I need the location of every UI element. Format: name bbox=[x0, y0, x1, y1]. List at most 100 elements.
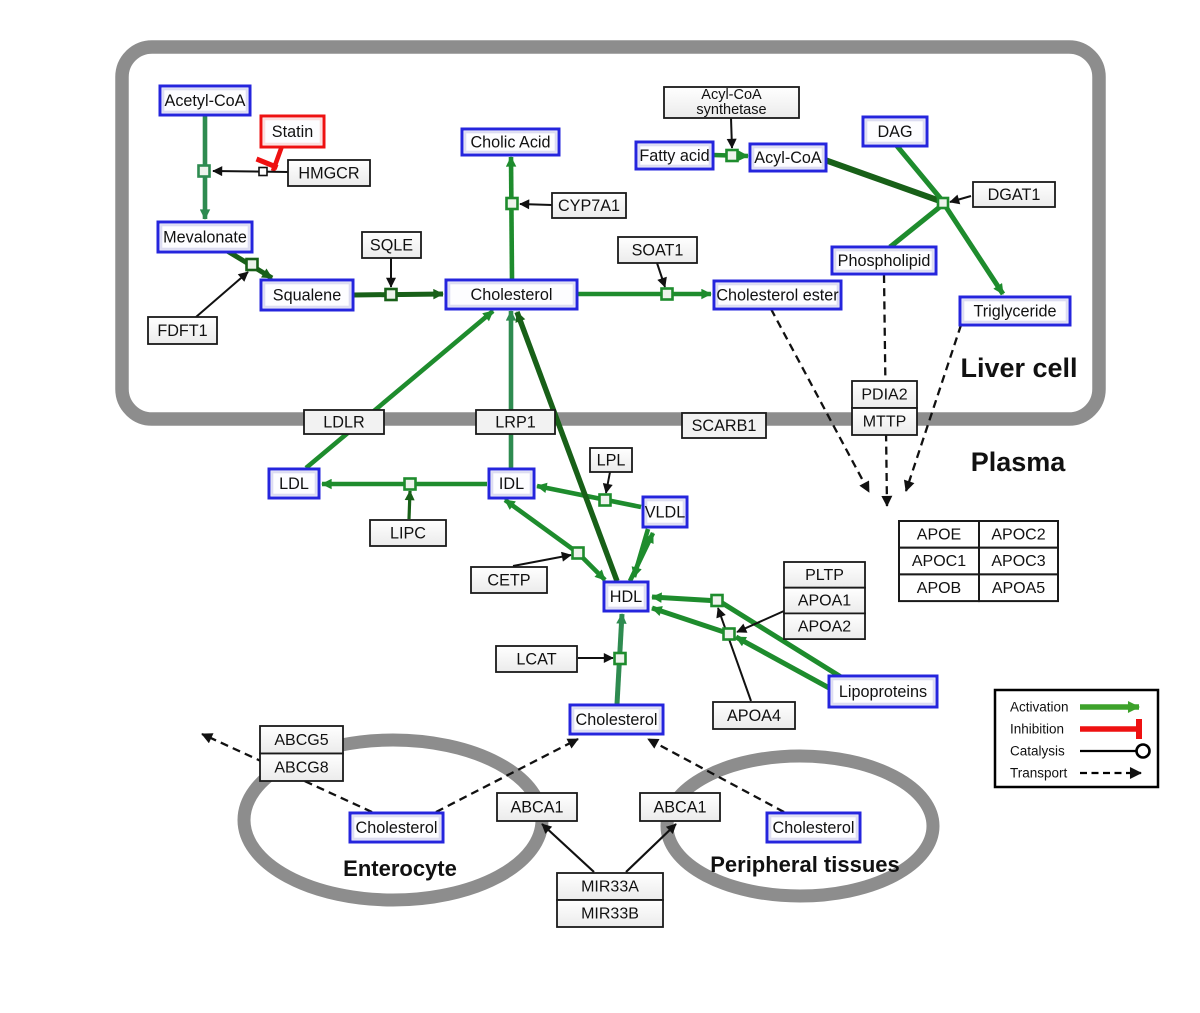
edge-vldl-to-hdl bbox=[631, 528, 651, 578]
node-lcat: LCAT bbox=[495, 645, 578, 673]
edge-pltp-hub-to-hdl bbox=[651, 605, 725, 635]
node-label-cholesterol-plasma: Cholesterol bbox=[576, 711, 658, 729]
legend-symbol-inhibition-icon bbox=[1080, 719, 1142, 739]
table-cell-apolipoprotein-table-r3c1: APOB bbox=[917, 580, 961, 597]
edge-lipc-catalysis bbox=[404, 490, 415, 520]
node-ldl: LDL bbox=[267, 467, 321, 500]
reaction-square-rs-hmgcr-small bbox=[258, 166, 268, 177]
legend-label-transport: Transport bbox=[1010, 766, 1068, 781]
reaction-square-rs-lcat bbox=[613, 651, 627, 666]
reaction-square-rs-lipc bbox=[403, 477, 417, 491]
node-label-acyl-coa: Acyl-CoA bbox=[754, 149, 822, 167]
stack-label-pdia2-mttp-row2: MTTP bbox=[863, 414, 907, 431]
node-cholesterol-plasma: Cholesterol bbox=[568, 703, 665, 736]
node-phospholipid: Phospholipid bbox=[830, 245, 938, 276]
node-label-lipc: LIPC bbox=[390, 525, 426, 543]
node-abca1-left: ABCA1 bbox=[496, 792, 578, 822]
node-label-lrp1: LRP1 bbox=[495, 414, 536, 432]
stack-label-mir33a-mir33b-row2: MIR33B bbox=[581, 906, 639, 923]
node-label-cetp: CETP bbox=[487, 572, 530, 590]
node-mevalonate: Mevalonate bbox=[156, 220, 254, 254]
compartment-label-enterocyte: Enterocyte bbox=[343, 856, 457, 881]
node-label-sqle: SQLE bbox=[370, 237, 413, 255]
stack-label-pltp-apoa1-apoa2-row1: PLTP bbox=[805, 567, 844, 584]
node-cholic-acid: Cholic Acid bbox=[460, 127, 561, 157]
region-labels: Plasma bbox=[971, 447, 1067, 477]
node-cholesterol-peripheral: Cholesterol bbox=[765, 811, 862, 844]
node-lrp1: LRP1 bbox=[475, 409, 556, 435]
reaction-square-rs-dgat1 bbox=[936, 196, 950, 210]
node-label-dgat1: DGAT1 bbox=[988, 186, 1041, 204]
node-apoa4: APOA4 bbox=[712, 701, 796, 730]
node-label-cholesterol-peripheral: Cholesterol bbox=[773, 819, 855, 837]
edge-lpl-catalysis bbox=[602, 471, 613, 494]
edge-mir33-to-abca1-right bbox=[625, 823, 677, 873]
node-scarb1: SCARB1 bbox=[681, 412, 767, 439]
edge-acyl-coa-synthetase-catalysis bbox=[726, 117, 737, 149]
node-statin: Statin bbox=[259, 114, 326, 149]
reaction-square-rs-apoa4 bbox=[710, 593, 724, 608]
node-label-lipoproteins: Lipoproteins bbox=[839, 683, 927, 701]
edge-soat1-catalysis bbox=[656, 262, 667, 288]
edge-ldl-to-cholesterol-via-ldlr bbox=[304, 309, 495, 470]
edge-phospholipid-secretion bbox=[881, 274, 893, 507]
node-triglyceride: Triglyceride bbox=[958, 295, 1072, 327]
stack-label-pltp-apoa1-apoa2-row3: APOA2 bbox=[798, 618, 851, 635]
edge-statin-inhibits-hmgcr bbox=[255, 145, 285, 172]
node-dgat1: DGAT1 bbox=[972, 181, 1056, 208]
edge-fdft1-catalysis bbox=[195, 271, 249, 318]
reaction-square-rs-sqle bbox=[384, 287, 398, 302]
node-acyl-coa: Acyl-CoA bbox=[748, 142, 828, 173]
edge-hdl-to-cholesterol-liver bbox=[514, 311, 620, 582]
node-cetp: CETP bbox=[470, 566, 548, 594]
node-abca1-right: ABCA1 bbox=[639, 792, 721, 822]
edge-cyp7a1-catalysis bbox=[519, 199, 553, 210]
edge-mir33-to-abca1-left bbox=[541, 823, 595, 873]
node-hdl: HDL bbox=[602, 580, 650, 613]
node-label-soat1: SOAT1 bbox=[632, 242, 684, 260]
reaction-squares bbox=[197, 148, 950, 666]
legend-label-catalysis: Catalysis bbox=[1010, 744, 1065, 759]
node-label-triglyceride: Triglyceride bbox=[973, 303, 1056, 321]
compartment-label-liver-cell: Liver cell bbox=[960, 353, 1077, 383]
edge-dgat1-hub-to-triglyceride bbox=[943, 205, 1006, 296]
reaction-square-rs-cyp7a1 bbox=[505, 196, 519, 211]
node-lpl: LPL bbox=[589, 447, 633, 473]
node-label-hdl: HDL bbox=[610, 588, 642, 606]
edge-apoa4-catalysis bbox=[716, 607, 752, 702]
node-label-cholic-acid: Cholic Acid bbox=[470, 134, 550, 152]
table-cell-apolipoprotein-table-r2c2: APOC3 bbox=[991, 553, 1045, 570]
compartment-liver-cell: Liver cell bbox=[115, 40, 1106, 426]
edge-vldl-to-idl bbox=[536, 482, 642, 510]
node-squalene: Squalene bbox=[259, 278, 355, 312]
node-label-abca1-right: ABCA1 bbox=[653, 799, 706, 817]
node-hmgcr: HMGCR bbox=[287, 159, 371, 187]
reaction-square-rs-cetp bbox=[571, 546, 585, 560]
node-label-fdft1: FDFT1 bbox=[157, 322, 207, 340]
node-label-acyl-coa-synthetase-line1: Acyl-CoA bbox=[701, 87, 762, 103]
node-cyp7a1: CYP7A1 bbox=[551, 192, 627, 219]
node-idl: IDL bbox=[487, 467, 536, 500]
reaction-square-rs-fdft1 bbox=[245, 257, 259, 272]
edge-dgat1-catalysis bbox=[949, 194, 972, 205]
node-label-cholesterol-enterocyte: Cholesterol bbox=[356, 819, 438, 837]
node-label-apoa4: APOA4 bbox=[727, 707, 781, 725]
node-label-phospholipid: Phospholipid bbox=[838, 252, 931, 270]
node-label-cyp7a1: CYP7A1 bbox=[558, 197, 620, 215]
legend-symbol-catalysis-icon bbox=[1080, 743, 1151, 759]
reaction-square-rs-acyl-coa-synthetase bbox=[725, 148, 739, 163]
node-label-cholesterol-ester: Cholesterol ester bbox=[716, 287, 839, 305]
edge-hmgcr-catalysis bbox=[212, 166, 289, 177]
node-label-lpl: LPL bbox=[597, 452, 626, 470]
node-cholesterol-ester: Cholesterol ester bbox=[712, 279, 843, 311]
edge-cholesterol-to-cholic-acid bbox=[505, 156, 517, 280]
stack-label-pdia2-mttp-row1: PDIA2 bbox=[861, 387, 907, 404]
legend-label-activation: Activation bbox=[1010, 700, 1069, 715]
